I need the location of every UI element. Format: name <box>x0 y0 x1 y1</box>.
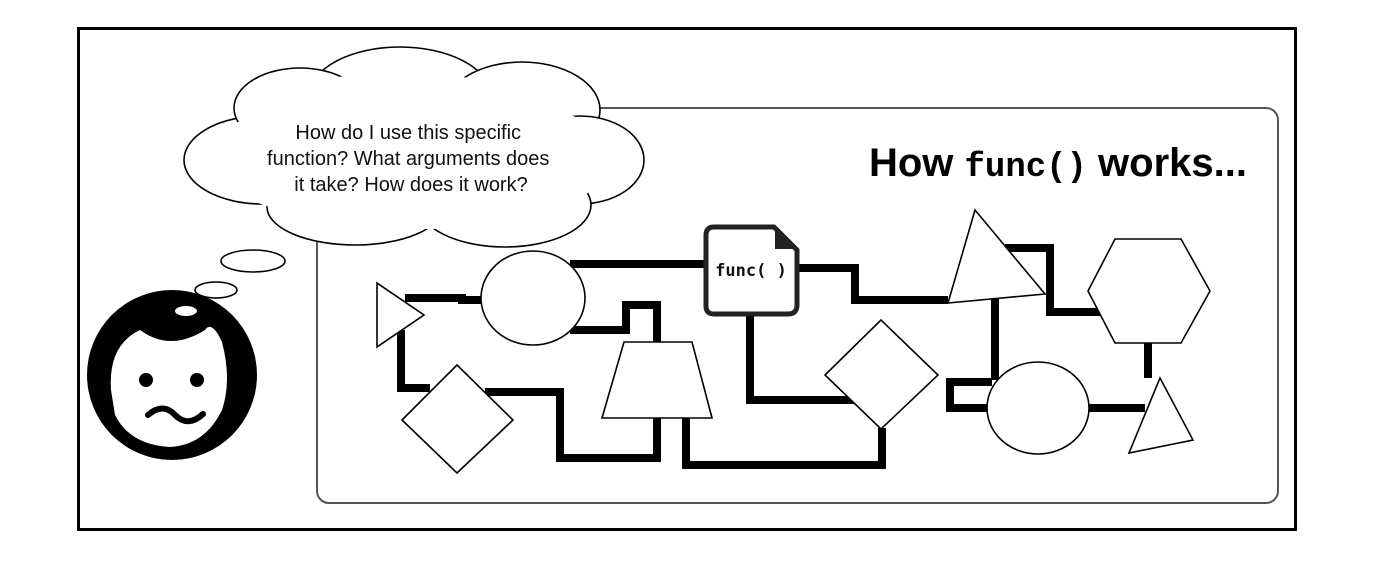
face-right-eye <box>190 373 204 387</box>
face-wavy-mouth <box>145 405 206 425</box>
connector-func-down <box>746 312 855 404</box>
face-left-eye <box>139 373 153 387</box>
diagram-title: How func() works... <box>869 141 1247 187</box>
connector-lines <box>397 244 1152 469</box>
diamond-bottom-left <box>400 363 515 475</box>
triangle-bottom-right <box>1127 376 1195 455</box>
connector-diamond-to-trapezoid <box>485 388 661 462</box>
func-document-box: func( ) <box>703 224 800 317</box>
thinking-face-icon <box>87 290 257 460</box>
connector-circle-to-trapezoid <box>570 301 661 345</box>
thought-bubble-small <box>194 281 238 299</box>
thought-line-2: function? What arguments does <box>267 148 549 170</box>
cloud-fill <box>207 73 617 229</box>
thought-line-1: How do I use this specific <box>295 122 521 144</box>
connector-tri-to-diamond <box>397 330 430 392</box>
connector-circle-left-loop <box>946 378 992 412</box>
trapezoid-center <box>600 341 714 419</box>
hair-highlight <box>175 306 197 316</box>
thought-text: How do I use this specific function? Wha… <box>267 122 555 196</box>
func-box-label: func( ) <box>715 261 787 281</box>
hexagon-right <box>1087 238 1211 344</box>
ellipse-bottom-right <box>986 361 1090 455</box>
connector-trapezoid-to-diamond <box>682 415 886 469</box>
title-suffix: works... <box>1087 141 1247 185</box>
thought-line-3: it take? How does it work? <box>294 174 527 196</box>
thought-cloud <box>183 46 645 299</box>
diagram-shapes <box>376 208 1211 475</box>
outer-frame <box>77 27 1297 531</box>
thought-bubble-large <box>220 249 286 273</box>
title-code: func() <box>965 149 1087 187</box>
diamond-center-right <box>823 318 940 431</box>
ellipse-top-left <box>480 250 586 346</box>
connector-triangle-to-hexagon <box>1005 244 1100 316</box>
connector-func-to-triangle <box>797 264 948 304</box>
document-corner-fold <box>775 225 799 249</box>
large-triangle-top <box>946 208 1047 304</box>
small-triangle-left <box>376 281 426 349</box>
document-icon <box>703 224 800 317</box>
connector-tri-to-circle <box>405 294 488 304</box>
inner-panel <box>316 107 1279 504</box>
title-prefix: How <box>869 141 965 185</box>
